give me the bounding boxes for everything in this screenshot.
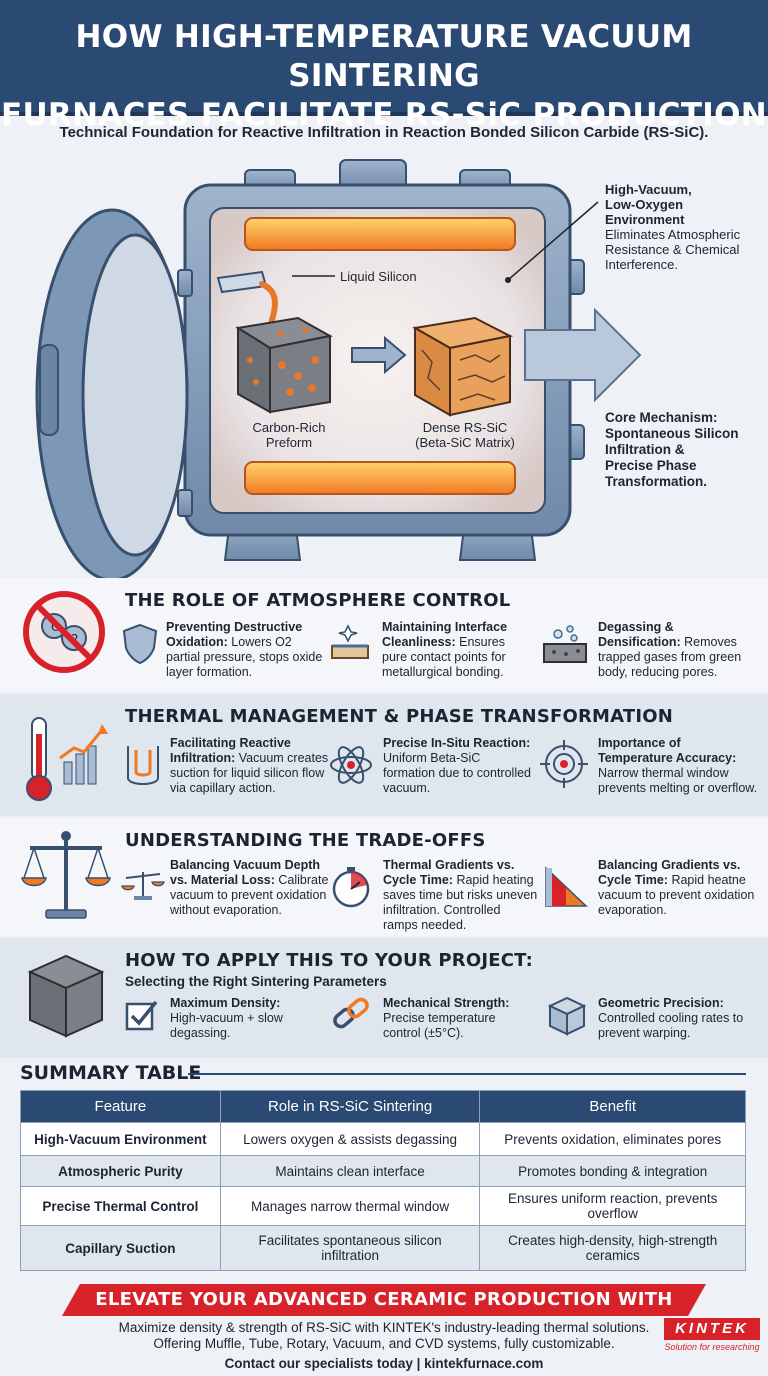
apply-title: HOW TO APPLY THIS TO YOUR PROJECT:: [125, 950, 534, 971]
section-tradeoffs: UNDERSTANDING THE TRADE-OFFS Balancing V…: [0, 818, 768, 936]
tradeoffs-title: UNDERSTANDING THE TRADE-OFFS: [125, 830, 486, 851]
table-cell: Creates high-density, high-strength cera…: [479, 1225, 746, 1271]
door-hinge-top: [177, 269, 193, 297]
footer-line-2: Offering Muffle, Tube, Rotary, Vacuum, a…: [153, 1336, 615, 1351]
top-heating-element: [244, 217, 516, 251]
table-cell: Lowers oxygen & assists degassing: [219, 1122, 481, 1156]
dense-grain-lines: [421, 349, 506, 401]
stopwatch-icon: [332, 867, 370, 908]
tradeoff-item-balancing: Balancing Gradients vs. Cycle Time: Rapi…: [598, 858, 755, 917]
table-cell: Precise Thermal Control: [20, 1186, 221, 1226]
label-liquid-silicon: Liquid Silicon: [340, 269, 417, 284]
gradient-icon: [545, 866, 588, 907]
table-cell: Maintains clean interface: [219, 1155, 481, 1187]
liquid-silicon-stream: [259, 281, 278, 335]
balance-scale-icon: [21, 831, 111, 919]
table-cell: High-Vacuum Environment: [20, 1122, 221, 1156]
process-arrow: [351, 335, 407, 375]
tradeoff-item-gradients: Thermal Gradients vs. Cycle Time: Rapid …: [383, 858, 538, 932]
door-hinge-bottom: [177, 489, 193, 517]
page-subtitle: Technical Foundation for Reactive Infilt…: [59, 124, 709, 141]
atmosphere-item-oxidation: Preventing Destructive Oxidation: Lowers…: [166, 620, 323, 679]
summary-title-rule: [188, 1073, 746, 1075]
bottom-heating-element: [244, 461, 516, 495]
section-atmosphere: O 2 THE ROLE OF ATMOSPHERE CONTROL Preve…: [0, 578, 768, 692]
table-row: Precise Thermal Control Manages narrow t…: [20, 1186, 746, 1226]
atmosphere-title: THE ROLE OF ATMOSPHERE CONTROL: [125, 590, 511, 611]
summary-header-row: Feature Role in RS-SiC Sintering Benefit: [20, 1090, 746, 1123]
page-title: HOW HIGH-TEMPERATURE VACUUM SINTERING FU…: [0, 0, 768, 135]
checkbox-icon: [125, 1000, 158, 1031]
title-line-1: HOW HIGH-TEMPERATURE VACUUM SINTERING: [75, 19, 693, 94]
preform-pores: [247, 327, 319, 396]
thermal-item-reaction: Precise In-Situ Reaction: Uniform Beta-S…: [383, 736, 532, 795]
chain-link-icon: [333, 997, 369, 1029]
thermal-title: THERMAL MANAGEMENT & PHASE TRANSFORMATIO…: [125, 706, 674, 727]
kintek-logo: KINTEK Solution for researching: [664, 1318, 760, 1352]
table-row: High-Vacuum Environment Lowers oxygen & …: [20, 1122, 746, 1156]
vacuum-leader: [507, 201, 599, 281]
table-header: Role in RS-SiC Sintering: [219, 1090, 481, 1123]
label-dense-rssic: Dense RS-SiC(Beta-SiC Matrix): [415, 420, 515, 450]
apply-item-density: Maximum Density: High-vacuum + slow dega…: [170, 996, 283, 1040]
contact-link[interactable]: Contact our specialists today | kintekfu…: [224, 1356, 544, 1371]
capillary-tube-icon: [127, 746, 159, 785]
target-icon: [540, 740, 588, 788]
degassing-icon: [543, 625, 587, 663]
thermal-item-accuracy: Importance of Temperature Accuracy: Narr…: [598, 736, 758, 795]
shield-icon: [122, 623, 158, 665]
atom-icon: [330, 746, 372, 784]
logo-wordmark: KINTEK: [664, 1318, 760, 1340]
summary-table: Feature Role in RS-SiC Sintering Benefit…: [20, 1090, 746, 1271]
table-header: Benefit: [479, 1090, 746, 1123]
interface-surface-icon: [331, 624, 369, 659]
table-cell: Promotes bonding & integration: [479, 1155, 746, 1187]
table-cell: Manages narrow thermal window: [219, 1186, 481, 1226]
label-vacuum-environment: High-Vacuum, Low-Oxygen Environment Elim…: [605, 182, 741, 272]
dense-cube-side: [449, 334, 511, 417]
cta-banner: ELEVATE YOUR ADVANCED CERAMIC PRODUCTION…: [62, 1284, 706, 1316]
footer-line-1: Maximize density & strength of RS-SiC wi…: [118, 1320, 650, 1335]
table-header: Feature: [20, 1090, 221, 1123]
apply-item-strength: Mechanical Strength: Precise temperature…: [383, 996, 510, 1040]
precision-cube-icon: [547, 996, 587, 1036]
table-cell: Prevents oxidation, eliminates pores: [479, 1122, 746, 1156]
thermometer-chart-icon: [26, 717, 108, 801]
table-row: Capillary Suction Facilitates spontaneou…: [20, 1225, 746, 1271]
atmosphere-item-degassing: Degassing & Densification: Removes trapp…: [598, 620, 742, 679]
title-line-2: FURNACES FACILITATE RS-SiC PRODUCTION: [0, 97, 768, 133]
mini-scale-icon: [121, 872, 165, 900]
table-cell: Facilitates spontaneous silicon infiltra…: [219, 1225, 481, 1271]
ceramic-cube-icon: [27, 954, 105, 1038]
thermal-item-infiltration: Facilitating Reactive Infiltration: Vacu…: [170, 736, 329, 795]
table-row: Atmospheric Purity Maintains clean inter…: [20, 1155, 746, 1187]
logo-tagline: Solution for researching: [664, 1342, 760, 1352]
door-handle: [39, 344, 59, 436]
tradeoff-item-vacuum-depth: Balancing Vacuum Depth vs. Material Loss…: [170, 858, 329, 917]
furnace-graphic: [35, 159, 642, 578]
table-cell: Capillary Suction: [20, 1225, 221, 1271]
section-thermal: THERMAL MANAGEMENT & PHASE TRANSFORMATIO…: [0, 694, 768, 816]
table-cell: Atmospheric Purity: [20, 1155, 221, 1187]
output-arrow: [524, 307, 642, 403]
door-rim: [81, 233, 189, 557]
apply-subtitle: Selecting the Right Sintering Parameters: [125, 974, 387, 989]
table-cell: Ensures uniform reaction, prevents overf…: [479, 1186, 746, 1226]
no-oxygen-icon: O 2: [23, 591, 105, 673]
summary-title: SUMMARY TABLE: [20, 1062, 202, 1084]
header-bar: HOW HIGH-TEMPERATURE VACUUM SINTERING FU…: [0, 0, 768, 133]
section-apply: HOW TO APPLY THIS TO YOUR PROJECT: Selec…: [0, 938, 768, 1058]
apply-item-precision: Geometric Precision: Controlled cooling …: [598, 996, 744, 1040]
atmosphere-item-interface: Maintaining Interface Cleanliness: Ensur…: [382, 620, 508, 679]
